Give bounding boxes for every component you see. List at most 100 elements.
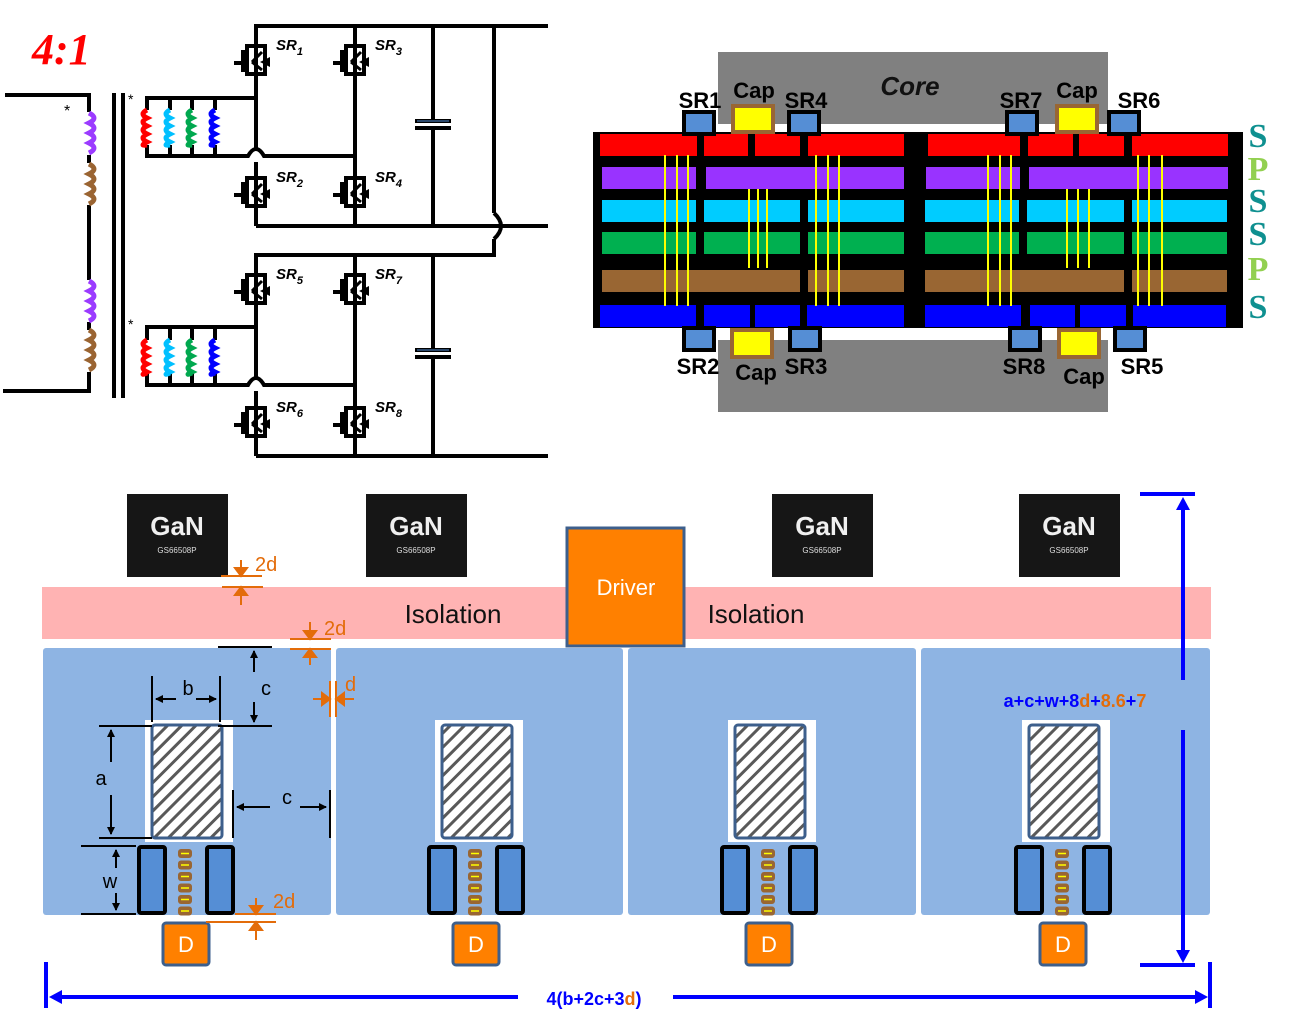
sr-pad xyxy=(1014,845,1044,915)
gan-chips: GaNGS66508PGaNGS66508PGaNGS66508PGaNGS66… xyxy=(127,494,1120,577)
copper-layer-segment xyxy=(755,305,800,327)
core-top xyxy=(718,52,1108,124)
gan-part-number: GS66508P xyxy=(1049,546,1088,555)
sr-pad xyxy=(682,110,716,136)
dot-marker: * xyxy=(64,103,70,120)
switch-label: SR7 xyxy=(375,266,403,287)
formula-part: ) xyxy=(636,989,642,1009)
switch-label: SR1 xyxy=(276,37,303,58)
formula-part: + xyxy=(1090,691,1101,711)
copper-layer-segment xyxy=(925,270,1124,292)
copper-layer-segment xyxy=(925,200,1019,222)
dimension-lines-orange xyxy=(206,560,354,940)
copper-layer-segment xyxy=(1027,200,1124,222)
copper-layer-segment xyxy=(706,167,904,189)
copper-layer-segment xyxy=(1027,232,1124,254)
diode-label: D xyxy=(468,932,484,957)
dim-label-2d: 2d xyxy=(273,891,295,913)
sr-pad xyxy=(1113,326,1147,352)
copper-layer-segment xyxy=(600,134,697,156)
sr-pad xyxy=(788,845,818,915)
switch-label: SR8 xyxy=(375,399,403,420)
copper-layer-segment xyxy=(704,200,800,222)
label-sr8: SR8 xyxy=(1003,354,1046,379)
sr-pad xyxy=(720,845,750,915)
formula-part: a+c+w+8 xyxy=(1004,691,1080,711)
power-cell: D xyxy=(427,720,525,967)
dot-marker: * xyxy=(128,91,134,107)
bottom-components: SR2 Cap SR3 SR8 Cap SR5 xyxy=(677,326,1163,389)
copper-layer-segment xyxy=(925,305,1021,327)
mosfet-icon: SR5 xyxy=(234,266,304,305)
layer-type-letter: S xyxy=(1249,183,1268,220)
diode xyxy=(161,921,211,967)
copper-layer-segment xyxy=(807,305,904,327)
diode-label: D xyxy=(1055,932,1071,957)
copper-layer-segment xyxy=(704,134,748,156)
mosfet-icon: SR7 xyxy=(333,266,403,305)
sr-pad xyxy=(495,845,525,915)
gan-logo: GaN xyxy=(1042,511,1095,541)
dim-label-c: c xyxy=(261,678,271,700)
sr-pad xyxy=(788,326,822,352)
copper-layer-segment xyxy=(602,200,696,222)
formula-part: d xyxy=(1079,691,1090,711)
driver-label: Driver xyxy=(597,575,656,600)
label-cap: Cap xyxy=(733,78,775,103)
copper-layer-segment xyxy=(1028,134,1073,156)
sr-pad xyxy=(682,326,716,352)
sr-pad xyxy=(1082,845,1112,915)
cap-pad xyxy=(731,104,775,134)
switch-label: SR6 xyxy=(276,399,304,420)
gan-part-number: GS66508P xyxy=(802,546,841,555)
copper-layer-segment xyxy=(1132,270,1227,292)
mosfet-icon: SR3 xyxy=(333,37,402,76)
label-sr4: SR4 xyxy=(785,88,829,113)
switch-label: SR5 xyxy=(276,266,304,287)
primary-coils xyxy=(83,110,97,373)
mosfet-icon: SR6 xyxy=(234,399,304,438)
gan-logo: GaN xyxy=(150,511,203,541)
mosfet-icon: SR8 xyxy=(333,399,403,438)
cap-pad xyxy=(730,328,774,359)
dim-label-b: b xyxy=(182,678,193,700)
isolation-label-left: Isolation xyxy=(405,599,502,629)
dim-label-d: d xyxy=(345,674,356,696)
magnetic-core-footprint xyxy=(440,723,514,840)
driver-ic xyxy=(565,526,686,648)
pcb-vias xyxy=(664,155,1163,306)
copper-layer-segment xyxy=(602,270,800,292)
magnetic-core-footprint xyxy=(1027,723,1101,840)
label-sr3: SR3 xyxy=(785,354,828,379)
copper-layer-segment xyxy=(1132,134,1228,156)
coil-icon xyxy=(83,161,97,207)
copper-layer-segment xyxy=(1080,305,1126,327)
top-components: SR1 Cap SR4 SR7 Cap SR6 xyxy=(679,78,1160,136)
copper-layer-segment xyxy=(755,134,800,156)
dim-label-2d: 2d xyxy=(324,618,346,640)
formula-part: 4(b+2c+3 xyxy=(546,989,624,1009)
turns-ratio-label: 4:1 xyxy=(31,25,91,74)
layer-type-letter: S xyxy=(1249,289,1268,326)
pcb-layers xyxy=(600,134,1228,327)
sr-pad xyxy=(205,845,235,915)
power-cell: D xyxy=(720,720,818,967)
copper-layer-segment xyxy=(1079,134,1124,156)
cap-pad xyxy=(1057,328,1101,359)
label-sr1: SR1 xyxy=(679,88,722,113)
sr-pad xyxy=(1107,110,1141,136)
diode xyxy=(744,921,794,967)
copper-layer-segment xyxy=(925,232,1019,254)
copper-layer-segment xyxy=(1030,305,1075,327)
coil-icon xyxy=(83,110,97,156)
label-sr2: SR2 xyxy=(677,354,720,379)
core-label: Core xyxy=(880,71,939,101)
diode xyxy=(1038,921,1088,967)
sr-pad xyxy=(137,845,167,915)
formula-part: + xyxy=(1126,691,1137,711)
